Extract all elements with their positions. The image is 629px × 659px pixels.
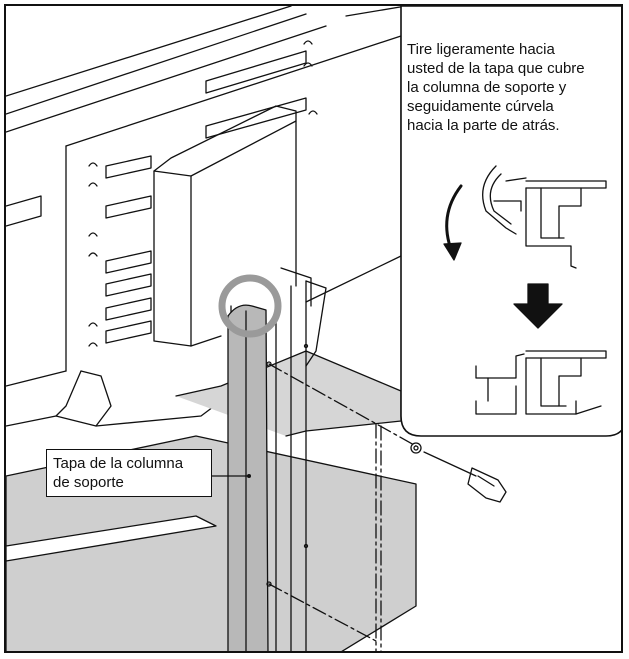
cover-profile-after	[475, 350, 607, 415]
rotate-arrow-head	[443, 242, 462, 261]
shelf-upper	[175, 350, 402, 437]
highlight-circle	[218, 274, 282, 338]
shelf-support-bar	[6, 515, 217, 562]
alignment-dashes	[268, 363, 417, 651]
callout-box	[400, 6, 621, 437]
down-arrow-icon	[513, 283, 563, 329]
panel-holes	[88, 40, 318, 347]
screw	[410, 442, 422, 454]
column-cover	[227, 304, 269, 651]
stand-foot	[6, 370, 222, 427]
callout-instruction: Tire ligeramente hacia usted de la tapa …	[407, 41, 585, 134]
column-cover-label: Tapa de la columna de soporte	[46, 449, 212, 497]
illustration-frame: Tire ligeramente hacia usted de la tapa …	[4, 4, 623, 653]
callout-leader	[305, 255, 402, 303]
screwdriver-icon	[423, 451, 507, 503]
mounting-bracket	[153, 105, 297, 347]
tv-back-panel	[6, 6, 407, 387]
cover-profile-before	[482, 165, 607, 269]
screw-holes	[266, 343, 309, 587]
